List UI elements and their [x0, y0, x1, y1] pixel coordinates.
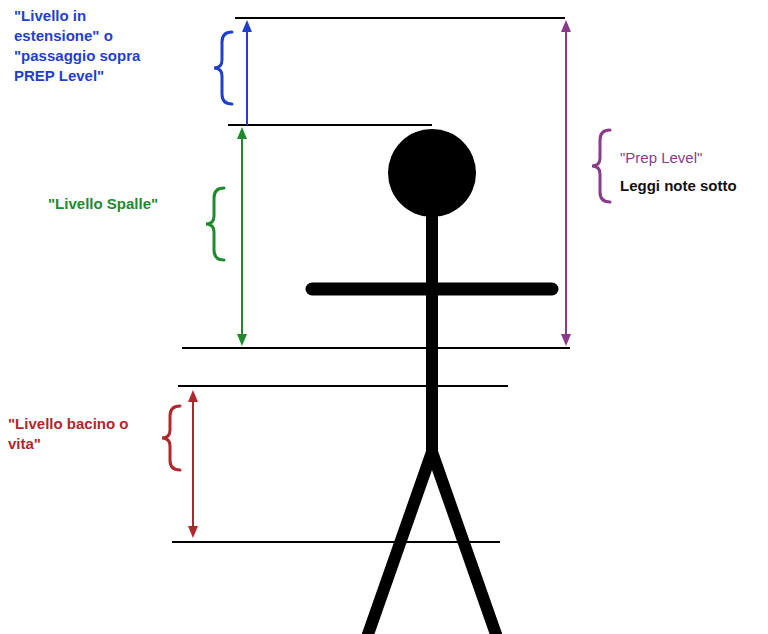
hip-arrow: [188, 390, 198, 538]
note-label: Leggi note sotto: [620, 176, 737, 196]
arrow-head: [188, 526, 198, 538]
arrow-head: [561, 20, 571, 32]
level-label: "Prep Level": [620, 148, 702, 168]
brace: [592, 130, 610, 202]
arrow-shaft: [246, 30, 248, 125]
braces: [162, 32, 610, 470]
figure-leg: [432, 452, 498, 634]
arrow-head: [561, 334, 571, 346]
figure-head: [388, 129, 476, 217]
figure-body: [426, 205, 438, 458]
stick-figure: [312, 129, 552, 634]
brace: [162, 406, 180, 470]
level-line: [182, 347, 570, 349]
level-line: [172, 541, 500, 543]
figure-leg: [366, 452, 432, 634]
level-line: [228, 124, 432, 126]
level-line: [235, 17, 565, 19]
figure-arms: [312, 283, 552, 296]
level-label: "Livello bacino o vita": [8, 414, 136, 454]
level-lines: [172, 18, 570, 542]
arrow-head: [237, 334, 247, 346]
arrow-head: [242, 20, 252, 32]
arrow-shaft: [241, 137, 243, 336]
brace: [206, 188, 224, 260]
arrow-shaft: [565, 30, 567, 336]
arrow-head: [188, 390, 198, 402]
brace: [214, 32, 232, 104]
level-line: [178, 385, 508, 387]
arrow-head: [237, 127, 247, 139]
level-label: "Livello in estensione" o "passaggio sop…: [14, 6, 164, 86]
arrow-shaft: [192, 400, 194, 528]
extension-arrow: [242, 20, 252, 125]
shoulder-arrow: [237, 127, 247, 346]
prep-arrow: [561, 20, 571, 346]
level-label: "Livello Spalle": [48, 194, 158, 214]
